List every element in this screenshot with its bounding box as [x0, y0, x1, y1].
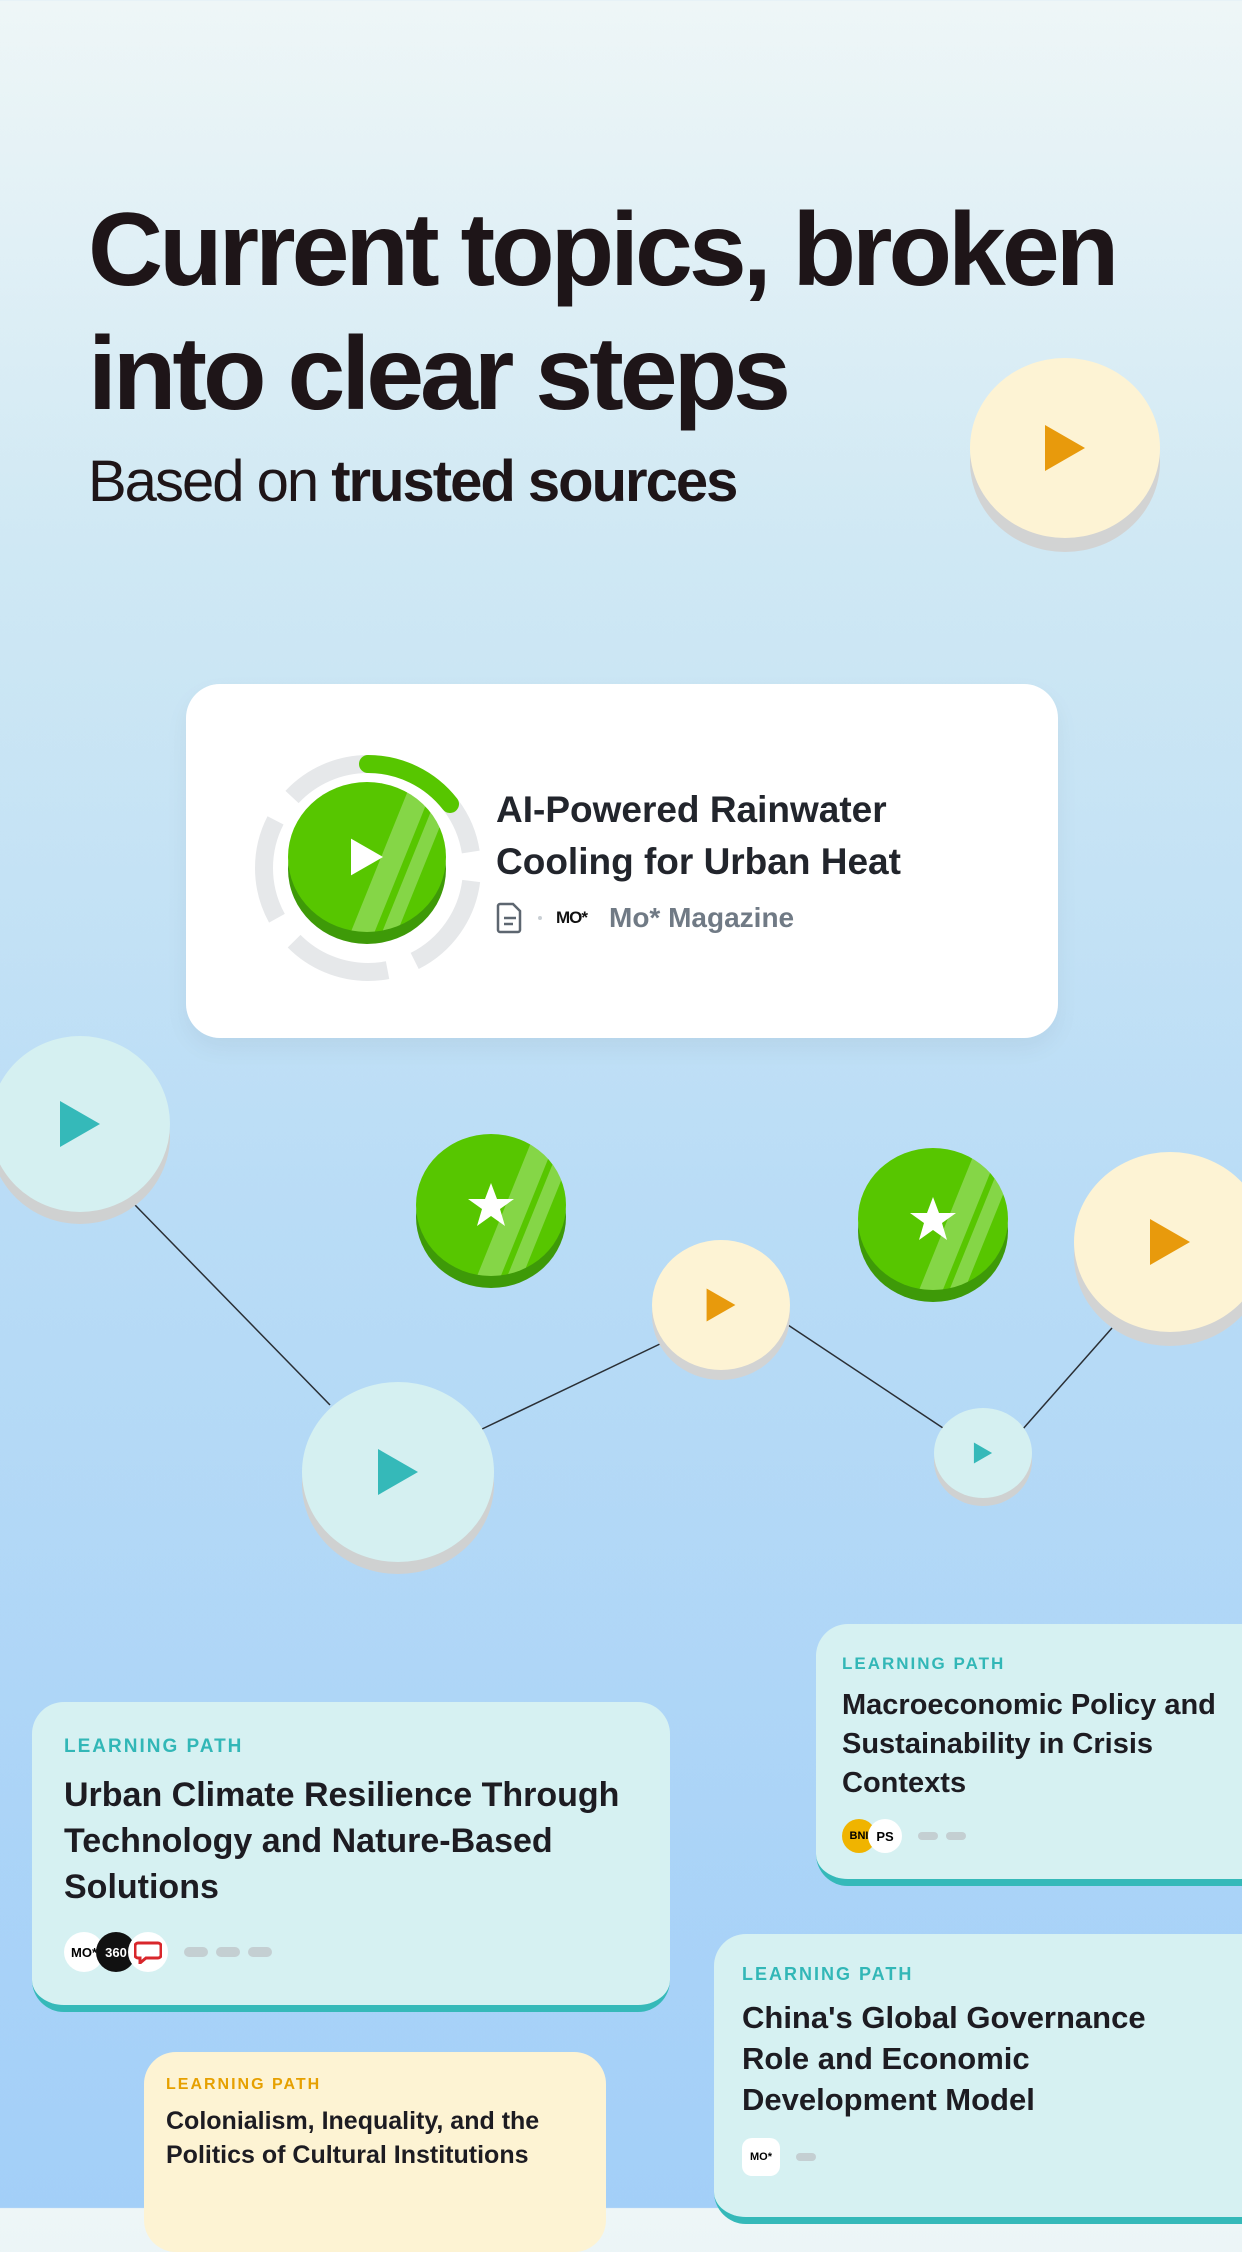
source-name: Mo* Magazine [609, 902, 795, 933]
learning-path-card-colonialism[interactable]: LEARNING PATH Colonialism, Inequality, a… [144, 2052, 606, 2252]
path-node-play-1[interactable] [0, 1036, 170, 1212]
path-node-play-3[interactable] [652, 1240, 790, 1370]
source-logos: MO* [742, 2138, 1242, 2176]
progress-ring [252, 752, 484, 989]
learning-path-card-china[interactable]: LEARNING PATH China's Global Governance … [714, 1934, 1242, 2224]
learning-path-card-macroeconomic[interactable]: LEARNING PATH Macroeconomic Policy and S… [816, 1624, 1242, 1886]
lesson-title: AI-Powered Rainwater Cooling for Urban H… [496, 789, 901, 882]
source-logo-mo: MO* [742, 2138, 780, 2176]
source-logo: MO* [556, 908, 588, 927]
card-kicker: LEARNING PATH [742, 1964, 914, 1984]
path-node-star-1[interactable] [416, 1134, 566, 1276]
learning-path-card-urban-climate[interactable]: LEARNING PATH Urban Climate Resilience T… [32, 1702, 670, 2012]
play-button[interactable] [288, 782, 446, 932]
star-icon [468, 1183, 514, 1226]
source-logo-ps: PS [868, 1819, 902, 1853]
star-icon [910, 1197, 956, 1240]
card-kicker: LEARNING PATH [166, 2076, 322, 2093]
lesson-meta: MO* Mo* Magazine [496, 902, 794, 934]
play-icon [60, 1101, 100, 1147]
card-title: Colonialism, Inequality, and the Politic… [166, 2107, 540, 2169]
card-kicker: LEARNING PATH [842, 1654, 1006, 1673]
play-icon [706, 1288, 736, 1322]
source-logos: BNI PS [842, 1819, 1242, 1853]
more-sources-indicator [910, 1832, 966, 1840]
card-title: Macroeconomic Policy and Sustainability … [842, 1689, 1216, 1799]
path-node-play-2[interactable] [302, 1382, 494, 1562]
path-node-play-4[interactable] [934, 1408, 1032, 1498]
card-title: China's Global Governance Role and Econo… [742, 2000, 1146, 2117]
path-node-star-2[interactable] [858, 1148, 1008, 1290]
subheadline: Based on trusted sources [88, 449, 738, 514]
featured-lesson-card[interactable]: AI-Powered Rainwater Cooling for Urban H… [186, 684, 1058, 1038]
play-icon [1045, 425, 1085, 471]
more-sources-indicator [788, 2153, 816, 2161]
play-icon [351, 838, 383, 876]
card-title: Urban Climate Resilience Through Technol… [64, 1776, 620, 1906]
path-node-play-5[interactable] [1074, 1152, 1242, 1332]
play-icon [378, 1449, 418, 1495]
play-bubble-top[interactable] [970, 358, 1160, 538]
source-logos: MO* 360 [64, 1932, 638, 1972]
document-icon [496, 902, 522, 934]
card-kicker: LEARNING PATH [64, 1736, 244, 1757]
more-sources-indicator [176, 1947, 272, 1957]
play-icon [973, 1442, 993, 1464]
speech-bubble-icon [128, 1932, 168, 1972]
play-icon [1150, 1219, 1190, 1265]
headline: Current topics, broken into clear steps [88, 192, 1119, 432]
separator-dot [538, 916, 542, 920]
